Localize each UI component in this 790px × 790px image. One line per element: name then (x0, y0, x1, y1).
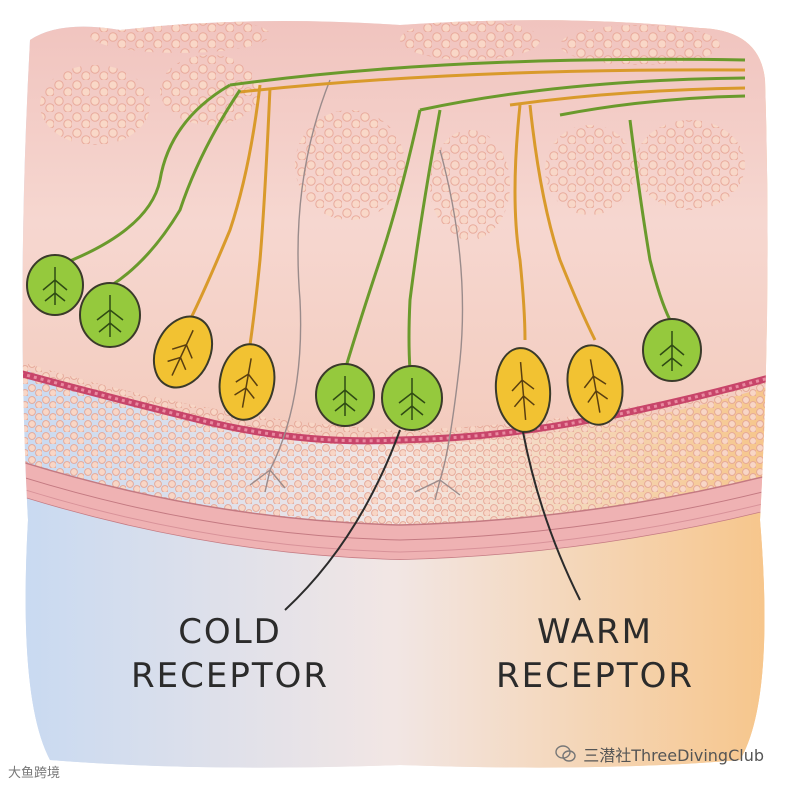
cold-receptor-label: COLD RECEPTOR (100, 610, 360, 698)
watermark-left-text: 大鱼跨境 (8, 766, 60, 781)
cold-receptor (80, 283, 140, 347)
warm-label-line1: WARM (470, 610, 720, 654)
wechat-icon (555, 745, 577, 763)
cold-label-line2: RECEPTOR (100, 654, 360, 698)
warm-label-line2: RECEPTOR (470, 654, 720, 698)
cold-receptor (643, 319, 701, 381)
cold-receptor (27, 255, 83, 315)
cold-receptor (382, 366, 442, 430)
watermark-right-text: 三潜社ThreeDivingClub (583, 742, 764, 766)
watermark-left: 大鱼跨境 (8, 762, 60, 781)
cold-receptor (316, 364, 374, 426)
cold-label-line1: COLD (100, 610, 360, 654)
warm-receptor-label: WARM RECEPTOR (470, 610, 720, 698)
watermark-right: 三潜社ThreeDivingClub (555, 742, 764, 766)
